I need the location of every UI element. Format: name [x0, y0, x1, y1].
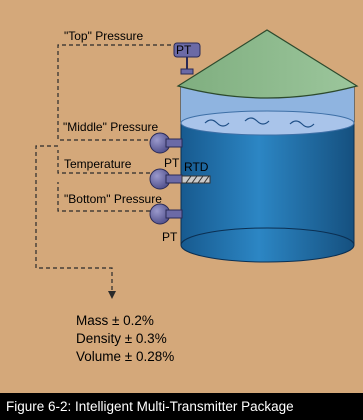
signal-wiring: [35, 44, 178, 292]
pt-middle-label: PT: [164, 156, 180, 170]
volume-accuracy: Volume ± 0.28%: [76, 349, 174, 364]
bottom-pressure-label: "Bottom" Pressure: [64, 192, 162, 206]
tank-roof: [176, 29, 359, 99]
middle-pressure-line: [57, 120, 148, 141]
top-pressure-line: [57, 44, 178, 120]
density-accuracy: Density ± 0.3%: [76, 331, 167, 346]
output-arrowhead: [108, 291, 116, 299]
rtd-label: RTD: [184, 160, 209, 174]
temperature-line: [57, 150, 150, 174]
figure-caption-bar: Figure 6-2: Intelligent Multi-Transmitte…: [0, 393, 363, 420]
mass-accuracy: Mass ± 0.2%: [76, 313, 154, 328]
rtd-sensor: [149, 168, 211, 190]
pt-bottom-label: PT: [162, 230, 178, 244]
middle-pressure-label: "Middle" Pressure: [63, 120, 159, 134]
bottom-transmitter: [149, 203, 183, 225]
pt-top-label: PT: [176, 43, 192, 57]
figure-caption: Figure 6-2: Intelligent Multi-Transmitte…: [6, 399, 294, 414]
top-pressure-label: "Top" Pressure: [64, 29, 144, 43]
temperature-label: Temperature: [64, 157, 132, 171]
measurement-list: Mass ± 0.2% Density ± 0.3% Volume ± 0.28…: [76, 313, 174, 364]
middle-transmitter: [149, 132, 183, 154]
liquid-ripples: [204, 117, 315, 128]
tank-diagram: "Top" Pressure PT "Middle" Pressure Temp…: [35, 29, 359, 364]
storage-tank: [176, 29, 359, 263]
tank-bottom: [180, 227, 355, 263]
collector-line: [35, 145, 113, 292]
bottom-pressure-line: [57, 182, 150, 212]
top-transmitter: [173, 42, 201, 75]
